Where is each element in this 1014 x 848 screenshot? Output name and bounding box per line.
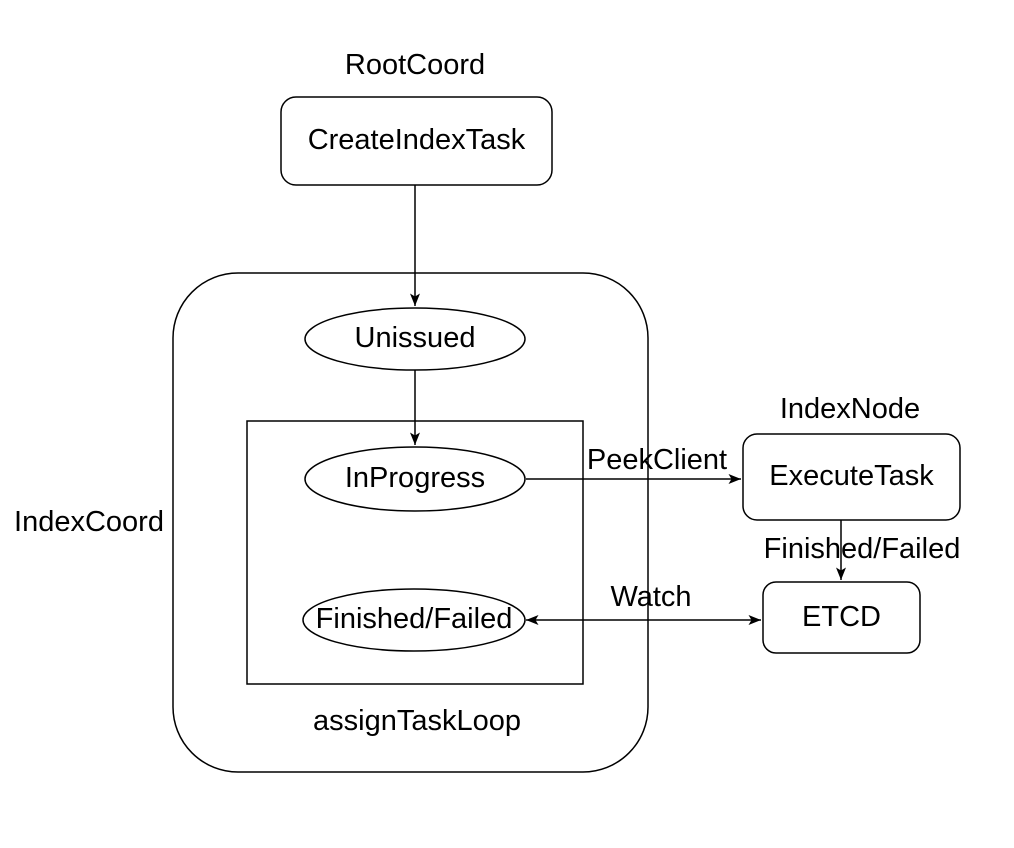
create-index-task-node: [280, 96, 553, 186]
index-node-label: IndexNode: [779, 393, 921, 426]
root-coord-label: RootCoord: [344, 49, 486, 82]
finished-failed-state-label: Finished/Failed: [315, 603, 513, 636]
execute-task-label: ExecuteTask: [769, 460, 934, 493]
finished-failed-edge-label: Finished/Failed: [763, 533, 961, 566]
assign-task-loop-label: assignTaskLoop: [313, 705, 521, 738]
in-progress-node: [304, 446, 526, 512]
index-coord-label: IndexCoord: [14, 506, 164, 539]
in-progress-label: InProgress: [344, 462, 486, 495]
peek-client-edge-label: PeekClient: [586, 444, 728, 477]
execute-task-node: [742, 433, 961, 521]
create-index-task-label: CreateIndexTask: [307, 124, 526, 157]
unissued-label: Unissued: [354, 322, 476, 355]
finished-failed-node: [302, 588, 526, 652]
etcd-label: ETCD: [802, 600, 881, 633]
etcd-node: [762, 581, 921, 654]
index-coord-container: [172, 272, 649, 773]
watch-edge-label: Watch: [610, 581, 692, 614]
